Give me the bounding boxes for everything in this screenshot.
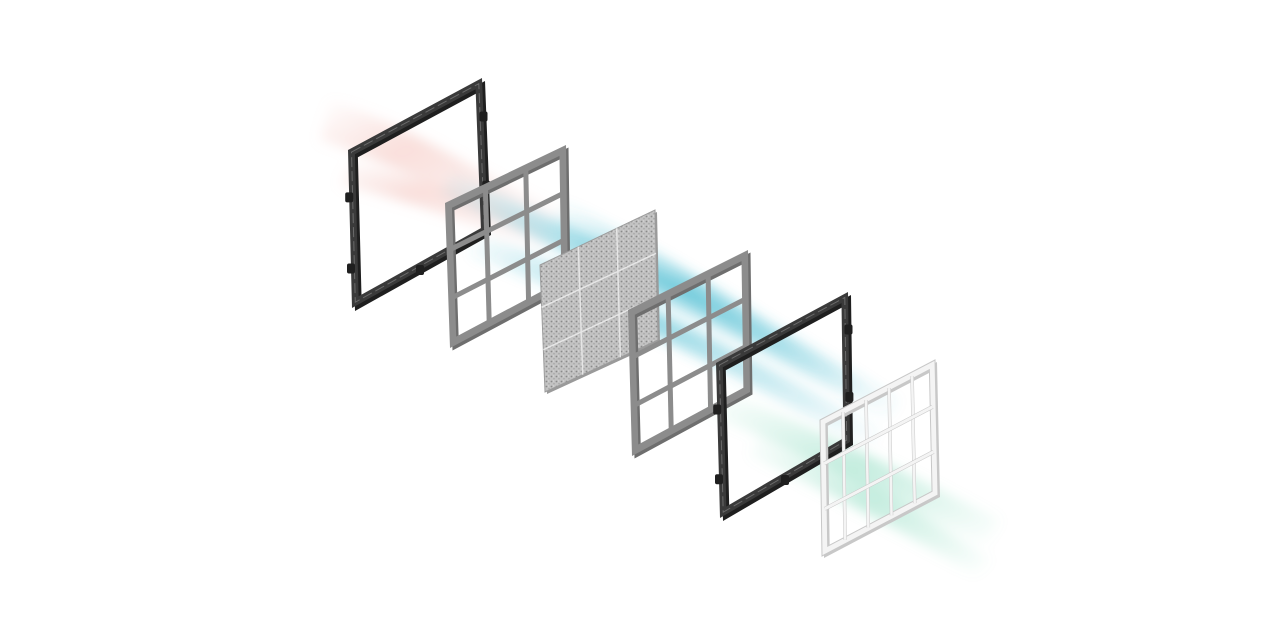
outer-frame-front-clip — [845, 392, 854, 402]
grid-frame-front — [445, 145, 571, 351]
outer-frame-back-edge — [351, 81, 491, 311]
outer-frame-front-clip — [844, 324, 853, 335]
outer-frame-back-clip — [416, 265, 424, 275]
grid-frame-rear-vertical-bar — [705, 274, 714, 410]
outer-frame-front — [713, 292, 854, 521]
front-grille-panel-slat — [864, 400, 870, 528]
grid-frame-rear-horizontal-bar — [631, 296, 747, 360]
outer-frame-back-clip — [479, 111, 488, 122]
front-grille-panel-rail — [824, 450, 935, 511]
grid-frame-front-vertical-bar — [523, 168, 532, 302]
outer-frame-back-clip — [347, 263, 355, 274]
front-grille-panel-slat — [887, 388, 893, 516]
front-grille-panel — [819, 359, 940, 558]
airflow-cool-stream-2 — [470, 230, 880, 450]
filter-media-panel-seam — [615, 228, 622, 358]
grid-frame-front-body — [445, 145, 568, 348]
front-grille-panel-slat — [910, 376, 916, 504]
grid-frame-front-horizontal-bar — [450, 237, 565, 301]
outer-frame-front-edge — [719, 295, 853, 521]
filter-media-panel-seam — [577, 246, 584, 375]
outer-frame-front-clip — [781, 475, 789, 485]
grid-frame-rear-horizontal-bar — [633, 344, 747, 408]
filter-layers — [345, 78, 940, 558]
grid-frame-front-vertical-bar — [482, 187, 492, 323]
outer-frame-back-clip — [345, 192, 354, 203]
grid-frame-front-horizontal-bar — [449, 191, 565, 252]
front-grille-panel-body — [819, 359, 939, 557]
airflow-green-stream — [710, 390, 1000, 545]
grid-frame-rear-vertical-bar — [665, 294, 674, 431]
outer-frame-front-detail — [718, 296, 848, 514]
front-grille-panel-slat — [841, 412, 847, 540]
airflow-streams — [320, 100, 1000, 575]
front-grille-panel-rail — [823, 405, 934, 465]
outer-frame-front-clip — [715, 474, 723, 485]
outer-frame-front-clip — [713, 404, 722, 415]
filter-media-panel-seam — [541, 252, 657, 309]
